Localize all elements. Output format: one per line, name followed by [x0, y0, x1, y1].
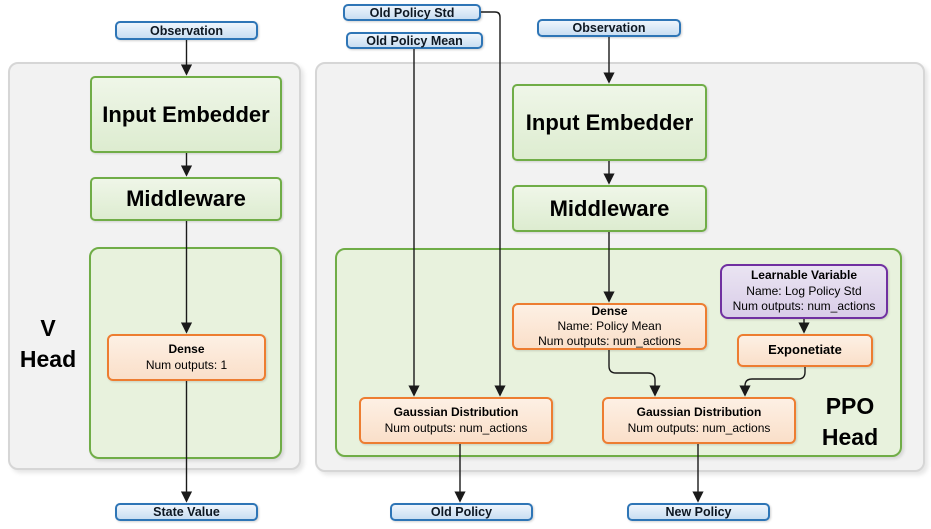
learnable-variable-outputs: Num outputs: num_actions	[732, 299, 876, 314]
exponetiate-node: Exponetiate	[737, 334, 873, 367]
v-head-label-line2: Head	[19, 346, 77, 373]
old-policy-std-node: Old Policy Std	[343, 4, 481, 21]
dense-policy-mean-title: Dense	[591, 303, 628, 318]
exponetiate-label: Exponetiate	[768, 342, 842, 358]
dense-policy-mean-name: Name: Policy Mean	[557, 318, 662, 333]
learnable-variable-name: Name: Log Policy Std	[746, 283, 862, 298]
gaussian-old-title: Gaussian Distribution	[393, 405, 519, 420]
gaussian-distribution-node-old: Gaussian Distribution Num outputs: num_a…	[359, 397, 553, 444]
learnable-variable-title: Learnable Variable	[750, 268, 858, 283]
gaussian-distribution-node-new: Gaussian Distribution Num outputs: num_a…	[602, 397, 796, 444]
new-policy-node: New Policy	[627, 503, 770, 521]
middleware-node-left: Middleware	[90, 177, 282, 221]
ppo-head-label: PPO Head	[806, 391, 894, 453]
middleware-node-right: Middleware	[512, 185, 707, 232]
v-head-label: V Head	[8, 313, 88, 375]
input-embedder-node-right: Input Embedder	[512, 84, 707, 161]
gaussian-new-outputs: Num outputs: num_actions	[627, 420, 771, 435]
old-policy-mean-node: Old Policy Mean	[346, 32, 483, 49]
old-policy-node: Old Policy	[390, 503, 533, 521]
dense-policy-mean-node: Dense Name: Policy Mean Num outputs: num…	[512, 303, 707, 350]
ppo-head-label-line1: PPO	[825, 393, 875, 419]
dense-v-title: Dense	[168, 342, 205, 357]
input-embedder-node-left: Input Embedder	[90, 76, 282, 153]
dense-v-outputs: Num outputs: 1	[145, 357, 228, 372]
v-head-label-line1: V	[40, 315, 56, 341]
dense-node-v: Dense Num outputs: 1	[107, 334, 266, 381]
gaussian-old-outputs: Num outputs: num_actions	[384, 420, 528, 435]
dense-policy-mean-outputs: Num outputs: num_actions	[538, 334, 681, 349]
state-value-node: State Value	[115, 503, 258, 521]
gaussian-new-title: Gaussian Distribution	[636, 405, 762, 420]
ppo-head-label-line2: Head	[821, 424, 879, 451]
observation-node-right: Observation	[537, 19, 681, 37]
observation-node-left: Observation	[115, 21, 258, 40]
learnable-variable-node: Learnable Variable Name: Log Policy Std …	[720, 264, 888, 319]
